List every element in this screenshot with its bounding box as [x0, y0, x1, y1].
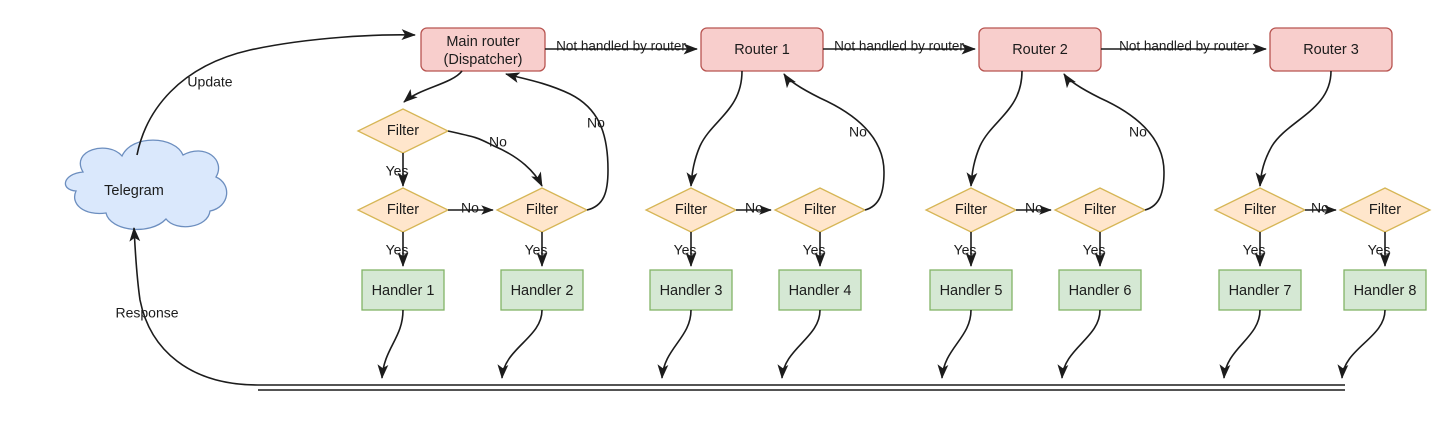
handler-2-label: Handler 2: [511, 283, 574, 299]
edge-update: [136, 29, 416, 156]
edge-label-no-c-mid: No: [1025, 200, 1043, 216]
edge-label-no-a-row: No: [461, 200, 479, 216]
filter-a1-label: Filter: [387, 123, 419, 139]
edge-router3-to-filter-d1: [1255, 70, 1332, 187]
filter-b1-label: Filter: [675, 202, 707, 218]
edge-label-not-handled-1: Not handled by router: [556, 39, 686, 54]
node-filter-b2[interactable]: Filter: [773, 187, 867, 233]
node-handler-5[interactable]: Handler 5: [929, 269, 1013, 311]
node-router-2[interactable]: Router 2: [978, 27, 1102, 72]
edge-handler-1-to-bus: [377, 309, 404, 379]
edge-filter-a3-no-back: [505, 72, 609, 211]
node-handler-6[interactable]: Handler 6: [1058, 269, 1142, 311]
edge-label-update: Update: [187, 74, 232, 90]
edge-label-yes-3: Yes: [525, 242, 548, 258]
filter-d2-label: Filter: [1369, 202, 1401, 218]
edge-label-no-a-back: No: [587, 115, 605, 131]
edge-handler-4-to-bus: [777, 309, 821, 379]
node-handler-2[interactable]: Handler 2: [500, 269, 584, 311]
edge-router1-to-filter-b1: [686, 70, 743, 187]
edge-label-no-b-mid: No: [745, 200, 763, 216]
edge-label-yes-9: Yes: [1368, 242, 1391, 258]
edge-label-yes-6: Yes: [954, 242, 977, 258]
handler-1-label: Handler 1: [372, 283, 435, 299]
edge-filter-b2-no-back: [783, 73, 885, 211]
router-1-label: Router 1: [734, 42, 790, 58]
edge-label-response: Response: [115, 305, 178, 321]
node-main-router[interactable]: Main router (Dispatcher): [420, 27, 546, 72]
node-filter-b1[interactable]: Filter: [644, 187, 738, 233]
cloud-label: Telegram: [104, 183, 164, 199]
handler-8-label: Handler 8: [1354, 283, 1417, 299]
telegram-cloud: Telegram: [64, 139, 228, 231]
node-filter-a3[interactable]: Filter: [495, 187, 589, 233]
node-handler-3[interactable]: Handler 3: [649, 269, 733, 311]
edge-label-no-b-back: No: [849, 124, 867, 140]
router-2-label: Router 2: [1012, 42, 1068, 58]
edge-label-not-handled-3: Not handled by router: [1119, 39, 1249, 54]
edge-handler-3-to-bus: [657, 309, 692, 379]
edge-response: [129, 227, 259, 386]
edge-label-yes-1: Yes: [386, 163, 409, 179]
node-router-3[interactable]: Router 3: [1269, 27, 1393, 72]
node-filter-a2[interactable]: Filter: [356, 187, 450, 233]
handler-7-label: Handler 7: [1229, 283, 1292, 299]
edge-label-yes-4: Yes: [674, 242, 697, 258]
edge-label-yes-8: Yes: [1243, 242, 1266, 258]
edge-label-no-d-mid: No: [1311, 200, 1329, 216]
node-handler-7[interactable]: Handler 7: [1218, 269, 1302, 311]
edge-handler-7-to-bus: [1219, 309, 1261, 379]
edge-label-no-c-back: No: [1129, 124, 1147, 140]
node-filter-d1[interactable]: Filter: [1213, 187, 1307, 233]
filter-a2-label: Filter: [387, 202, 419, 218]
edge-label-yes-2: Yes: [386, 242, 409, 258]
handler-6-label: Handler 6: [1069, 283, 1132, 299]
node-handler-4[interactable]: Handler 4: [778, 269, 862, 311]
edge-label-not-handled-2: Not handled by router: [834, 39, 964, 54]
node-filter-a1[interactable]: Filter: [356, 108, 450, 154]
node-handler-1[interactable]: Handler 1: [361, 269, 445, 311]
node-handler-8[interactable]: Handler 8: [1343, 269, 1427, 311]
edge-handler-5-to-bus: [937, 309, 972, 379]
handler-4-label: Handler 4: [789, 283, 852, 299]
edge-label-no-a-mid: No: [489, 134, 507, 150]
edge-router2-to-filter-c1: [966, 70, 1023, 187]
filter-b2-label: Filter: [804, 202, 836, 218]
handler-3-label: Handler 3: [660, 283, 723, 299]
edge-filter-c2-no-back: [1063, 73, 1165, 211]
node-filter-d2[interactable]: Filter: [1338, 187, 1432, 233]
main-router-label-line1: Main router: [446, 34, 520, 50]
edge-label-yes-5: Yes: [803, 242, 826, 258]
filter-c1-label: Filter: [955, 202, 987, 218]
node-router-1[interactable]: Router 1: [700, 27, 824, 72]
edge-handler-2-to-bus: [497, 309, 543, 379]
handler-5-label: Handler 5: [940, 283, 1003, 299]
edge-handler-8-to-bus: [1337, 309, 1386, 379]
edge-handler-6-to-bus: [1057, 309, 1101, 379]
router-3-label: Router 3: [1303, 42, 1359, 58]
main-router-label-line2: (Dispatcher): [444, 52, 523, 68]
edge-label-yes-7: Yes: [1083, 242, 1106, 258]
node-filter-c1[interactable]: Filter: [924, 187, 1018, 233]
filter-a3-label: Filter: [526, 202, 558, 218]
edge-filter-a1-no: [447, 130, 543, 187]
filter-c2-label: Filter: [1084, 202, 1116, 218]
filter-d1-label: Filter: [1244, 202, 1276, 218]
edge-main-to-filter-a1: [403, 70, 463, 103]
node-filter-c2[interactable]: Filter: [1053, 187, 1147, 233]
